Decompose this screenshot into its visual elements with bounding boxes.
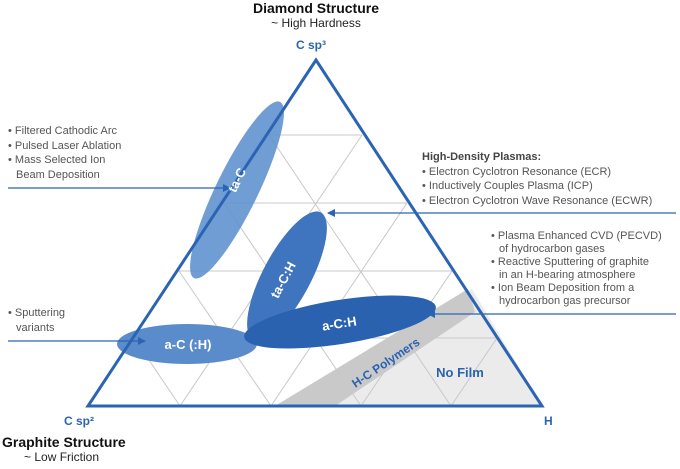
note-line: • Electron Cyclotron Resonance (ECR) — [422, 165, 612, 178]
note-line: • Inductively Couples Plasma (ICP) — [422, 180, 593, 192]
left-top-notes: • Filtered Cathodic Arc • Pulsed Laser A… — [8, 124, 121, 182]
triangle-outline — [85, 57, 545, 408]
note-line: of hydrocarbon gases — [499, 243, 605, 255]
left-bottom-notes: • Sputtering variants — [8, 306, 65, 335]
vertex-left-label: C sp² — [64, 414, 94, 428]
top-subtitle: ~ High Hardness — [271, 16, 361, 30]
note-line: in an H-bearing atmosphere — [499, 269, 636, 281]
a-c-h-region — [244, 295, 436, 349]
note-line: Beam Deposition — [16, 168, 100, 181]
note-line: • Reactive Sputtering of graphite — [491, 256, 649, 268]
bottom-subtitle: ~ Low Friction — [24, 450, 100, 464]
note-line: • Filtered Cathodic Arc — [8, 125, 118, 137]
right-bottom-notes: • Plasma Enhanced CVD (PECVD) of hydroca… — [491, 230, 662, 308]
vertex-right-label: H — [544, 414, 553, 428]
note-line: hydrocarbon gas precursor — [499, 295, 631, 307]
note-line: • Pulsed Laser Ablation — [8, 139, 122, 152]
top-title: Diamond Structure — [252, 0, 379, 16]
note-line: • Ion Beam Deposition from a — [491, 282, 635, 294]
a-c-label: a-C (:H) — [165, 337, 212, 352]
no-film-label: No Film — [436, 365, 484, 380]
bottom-title: Graphite Structure — [2, 434, 126, 450]
vertex-top-label: C sp³ — [296, 38, 326, 52]
note-line: • Sputtering — [8, 307, 66, 319]
note-line: variants — [16, 321, 55, 334]
note-line: • Mass Selected Ion — [8, 154, 106, 166]
a-c-h-label: a-C:H — [321, 313, 358, 333]
note-line: • Plasma Enhanced CVD (PECVD) — [491, 230, 662, 242]
right-top-notes: High-Density Plasmas: • Electron Cyclotr… — [422, 150, 652, 208]
a-c-region — [117, 324, 257, 364]
note-line: • Electron Cyclotron Wave Resonance (ECW… — [422, 194, 653, 207]
note-heading: High-Density Plasmas: — [422, 151, 542, 163]
ta-c-h-region — [247, 211, 327, 341]
